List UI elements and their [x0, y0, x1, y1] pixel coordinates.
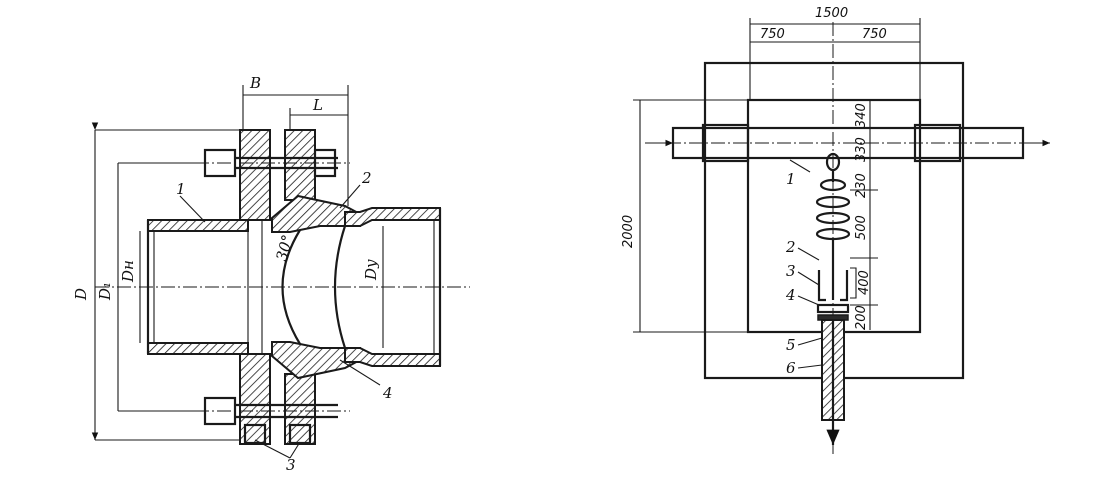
- dim-400: 400: [857, 270, 872, 295]
- dimensions-left: [91, 85, 384, 459]
- assembly-view: 1500 750 750 2000 340 330 230 500 400 20…: [621, 6, 1050, 455]
- pipe-2: [344, 207, 442, 367]
- bolt-bottom: [195, 396, 350, 445]
- cable: [821, 319, 845, 445]
- dim-2000: 2000: [621, 215, 636, 248]
- label-part-3: 3: [286, 456, 296, 474]
- label-B: B: [249, 74, 261, 92]
- pipe-1: [146, 219, 249, 355]
- dim-500: 500: [854, 215, 869, 240]
- label-r-6: 6: [786, 359, 796, 377]
- label-r-3: 3: [786, 262, 796, 280]
- label-D: D: [72, 288, 90, 301]
- right-flange: [271, 129, 361, 445]
- label-part-2: 2: [361, 169, 372, 187]
- dim-200: 200: [854, 305, 869, 330]
- label-r-1: 1: [786, 170, 796, 188]
- dimensions-right: [633, 18, 921, 369]
- dim-330: 330: [854, 137, 869, 162]
- dim-750-left: 750: [760, 27, 785, 42]
- label-Dy: Dy: [362, 259, 380, 281]
- flange-joint-section: B L D D₁ Dн Dy 30° 1 2 3 4: [72, 74, 470, 474]
- dim-230: 230: [854, 173, 869, 198]
- label-L: L: [312, 96, 323, 114]
- dim-750-right: 750: [862, 27, 887, 42]
- insulator: [815, 152, 851, 321]
- label-part-1: 1: [176, 180, 186, 198]
- bolt-top: [195, 148, 350, 178]
- label-r-4: 4: [785, 286, 796, 304]
- label-Dn: Dн: [119, 260, 137, 283]
- label-r-5: 5: [786, 336, 796, 354]
- dim-1500: 1500: [815, 6, 848, 21]
- label-D1: D₁: [96, 282, 114, 301]
- label-angle: 30°: [272, 233, 296, 263]
- dim-340: 340: [854, 103, 869, 128]
- label-r-2: 2: [785, 238, 796, 256]
- label-part-4: 4: [382, 384, 393, 402]
